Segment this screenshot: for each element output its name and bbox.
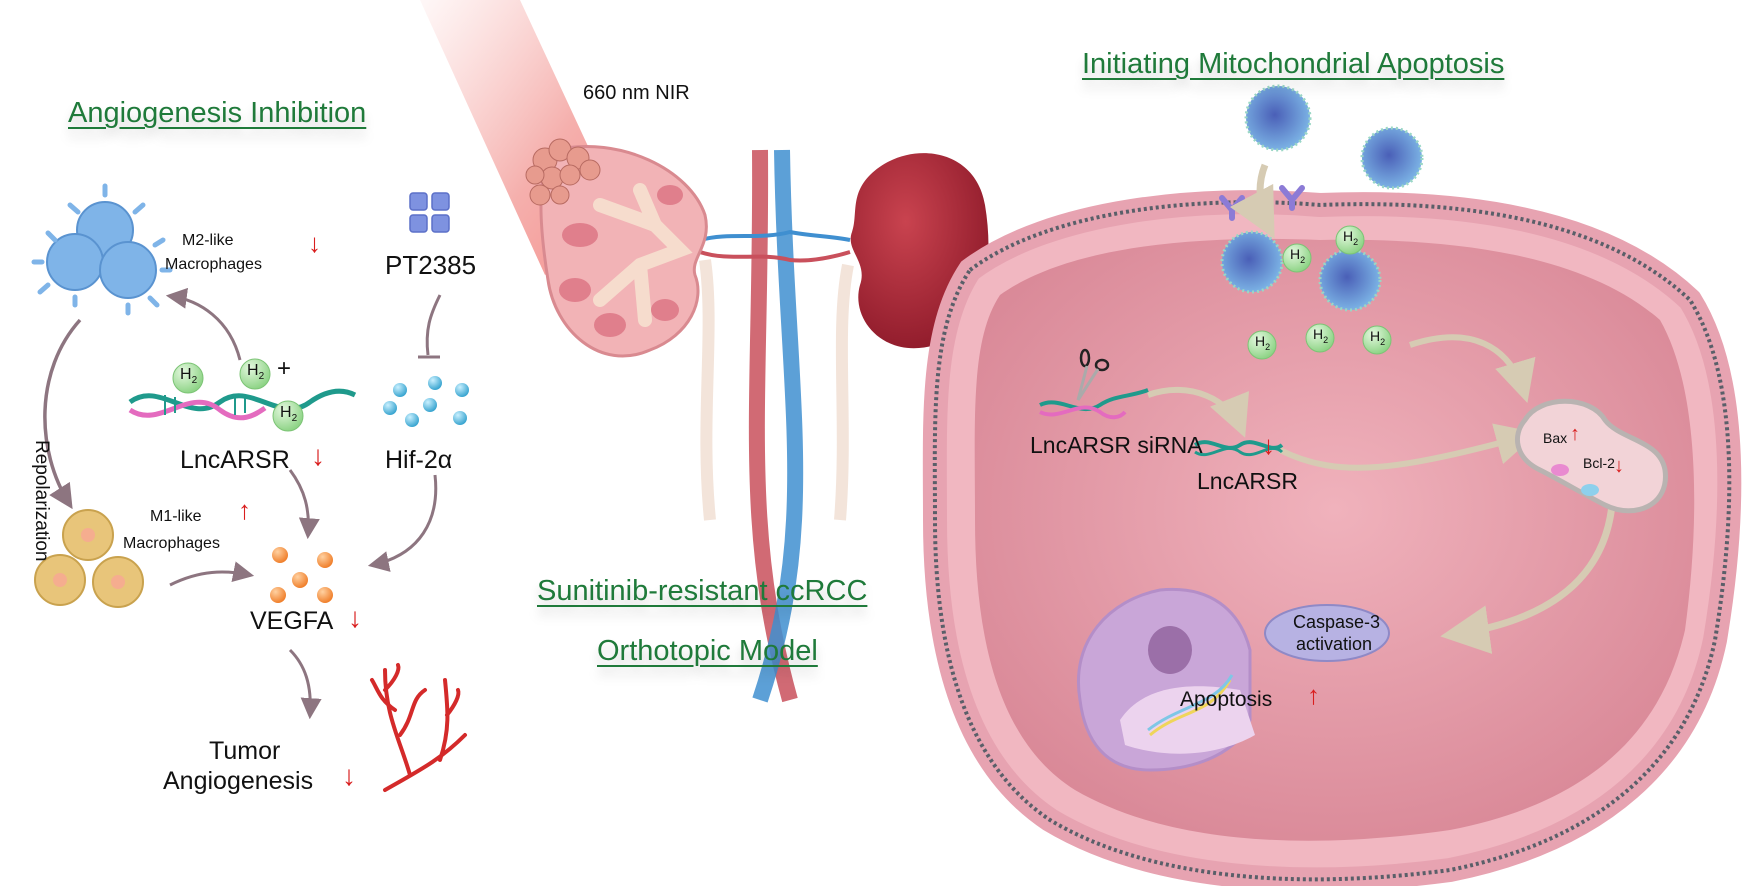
h2-label-1: H2 <box>180 366 197 386</box>
h2-subscript: 2 <box>291 413 298 425</box>
sirna-dna-illustration <box>1039 388 1149 420</box>
bax-label: Bax <box>1543 430 1568 446</box>
h2-label-3: H2 <box>280 404 297 424</box>
h2-label-r1: H2 <box>1290 246 1305 265</box>
plus-sign: + <box>277 355 292 382</box>
arrow-repolarization <box>43 318 82 510</box>
angiogenesis-heading: Angiogenesis Inhibition <box>68 97 367 129</box>
m1-macrophages-illustration <box>34 509 144 608</box>
pt2385-molecules <box>409 192 450 233</box>
mitochondrion <box>1515 398 1668 514</box>
arrow-hif-to-vegfa <box>367 474 438 572</box>
bax-up-arrow-icon: ↑ <box>1570 423 1580 445</box>
vegfa-label: VEGFA <box>250 607 334 635</box>
apoptosis-label: Apoptosis <box>1180 688 1273 711</box>
lncarsr-label-left: LncARSR <box>180 446 290 474</box>
tumor-down-arrow-icon: ↓ <box>342 760 356 791</box>
arrow-sirna-to-lnc <box>1146 386 1249 438</box>
h2-subscript: 2 <box>1300 254 1306 265</box>
tumor-vessels-illustration <box>370 663 467 792</box>
arrow-lnc-to-mito <box>1278 423 1539 471</box>
arrow-m1-to-vegfa <box>169 561 255 587</box>
h2-subscript: 2 <box>1265 341 1271 352</box>
m2-label-line1: M2-like <box>182 232 234 249</box>
h2-bubbles-left <box>172 358 304 432</box>
nucleus <box>1077 587 1255 772</box>
pt2385-label: PT2385 <box>385 250 477 280</box>
caspase-label-line1: Caspase-3 <box>1293 612 1381 632</box>
tumor-label-line1: Tumor <box>209 737 281 765</box>
caspase-ellipse <box>1264 604 1390 662</box>
repolarization-label: Repolarization <box>31 440 52 562</box>
scissors-icon <box>1076 348 1110 401</box>
tumor-label-line2: Angiogenesis <box>163 767 314 795</box>
h2-text: H <box>280 404 292 421</box>
apoptosis-up-arrow-icon: ↑ <box>1307 680 1320 710</box>
h2-text: H <box>180 366 192 383</box>
arrow-h2-to-mito <box>1409 334 1536 404</box>
m2-macrophages-illustration <box>31 183 173 316</box>
h2-subscript: 2 <box>191 375 198 387</box>
arrow-lnc-to-vegfa <box>288 469 320 540</box>
bcl2-down-arrow-icon: ↓ <box>1614 455 1624 477</box>
model-title-line1: Sunitinib-resistant ccRCC <box>537 575 868 607</box>
sectioned-kidney-with-tumor <box>525 138 708 358</box>
lncarsr-dna-illustration <box>128 388 357 421</box>
h2-text: H <box>1290 246 1301 262</box>
h2-subscript: 2 <box>258 371 265 383</box>
h2-text: H <box>1370 328 1381 344</box>
h2-subscript: 2 <box>1323 334 1329 345</box>
m1-label-line2: Macrophages <box>123 535 220 552</box>
m2-label-line2: Macrophages <box>165 256 262 273</box>
h2-label-r5: H2 <box>1370 328 1385 347</box>
h2-subscript: 2 <box>1353 236 1359 247</box>
lncarsr-right-down-arrow-icon: ↓ <box>1262 430 1275 460</box>
h2-text: H <box>1313 326 1324 342</box>
lncarsr-label-right: LncARSR <box>1197 468 1298 494</box>
inhibition-line <box>425 294 442 356</box>
hif2a-label: Hif-2α <box>385 446 453 474</box>
h2-label-r3: H2 <box>1255 333 1270 352</box>
h2-text: H <box>247 362 259 379</box>
arrow-lnc-to-m2 <box>165 287 242 361</box>
m1-label-line1: M1-like <box>150 508 202 525</box>
kidney-vessels <box>699 149 854 703</box>
arrow-mito-to-caspase <box>1440 504 1616 654</box>
model-title-line2: Orthotopic Model <box>597 635 818 667</box>
h2-label-r4: H2 <box>1313 326 1328 345</box>
caspase-label-line2: activation <box>1296 634 1373 654</box>
mitochondrial-heading: Initiating Mitochondrial Apoptosis <box>1082 48 1505 80</box>
h2-label-r2: H2 <box>1343 228 1358 247</box>
m2-down-arrow-icon: ↓ <box>308 228 321 258</box>
arrow-vegfa-to-tumor <box>288 648 322 720</box>
vegfa-down-arrow-icon: ↓ <box>348 602 362 633</box>
sirna-label: LncARSR siRNA <box>1030 432 1203 458</box>
h2-label-2: H2 <box>247 362 264 382</box>
arrow-np-into-cell <box>1229 163 1275 239</box>
hif2a-molecules <box>383 376 469 427</box>
h2-text: H <box>1255 333 1266 349</box>
m1-up-arrow-icon: ↑ <box>238 495 251 525</box>
lncarsr-down-arrow-icon: ↓ <box>311 440 325 471</box>
h2-text: H <box>1343 228 1354 244</box>
nir-label: 660 nm NIR <box>583 82 690 104</box>
vegfa-molecules <box>270 547 333 603</box>
bcl2-label: Bcl-2 <box>1583 455 1615 471</box>
h2-subscript: 2 <box>1380 336 1386 347</box>
h2-bubbles-right <box>1247 225 1392 360</box>
